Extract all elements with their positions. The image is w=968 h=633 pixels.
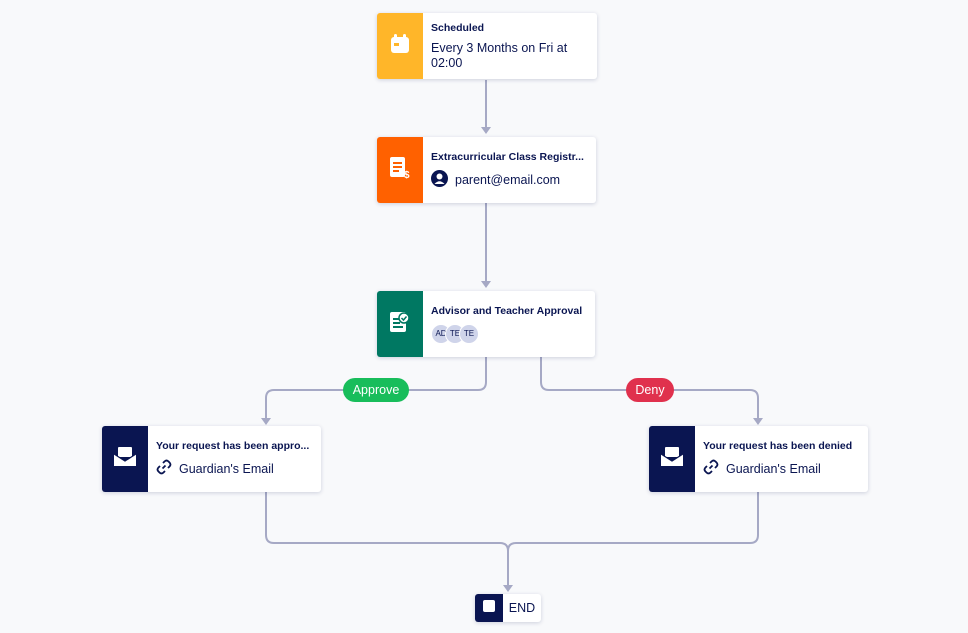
recipient-row: Guardian's Email — [703, 459, 860, 478]
svg-text:$: $ — [404, 170, 410, 180]
approval-icon — [389, 310, 411, 339]
recipient-field: Guardian's Email — [179, 461, 274, 476]
node-title: Your request has been denied — [703, 440, 853, 452]
end-node[interactable]: END — [475, 594, 541, 622]
node-icon-box — [377, 13, 423, 79]
node-icon-box — [649, 426, 695, 492]
link-icon — [156, 459, 172, 478]
node-approved-email[interactable]: Your request has been appro... Guardian'… — [102, 426, 321, 492]
node-icon-box — [102, 426, 148, 492]
node-title: Advisor and Teacher Approval — [431, 304, 583, 317]
email-icon — [660, 446, 684, 473]
node-icon-box — [377, 291, 423, 357]
approve-branch-label[interactable]: Approve — [343, 378, 409, 402]
email-icon — [113, 446, 137, 473]
link-icon — [703, 459, 719, 478]
user-icon — [431, 169, 448, 190]
recipient-field: Guardian's Email — [726, 461, 821, 476]
form-icon: $ — [389, 156, 411, 185]
node-approval[interactable]: Advisor and Teacher Approval AD TE TE — [377, 291, 595, 357]
stop-icon — [483, 599, 495, 617]
calendar-icon — [389, 33, 411, 60]
assignee-avatars: AD TE TE — [431, 323, 587, 344]
node-scheduled-trigger[interactable]: Scheduled Every 3 Months on Fri at 02:00 — [377, 13, 597, 79]
schedule-detail: Every 3 Months on Fri at 02:00 — [431, 40, 568, 70]
node-form[interactable]: $ Extracurricular Class Registr... paren… — [377, 137, 596, 203]
node-title: Extracurricular Class Registr... — [431, 150, 584, 163]
node-title: Your request has been appro... — [156, 440, 310, 452]
form-assignee-row: parent@email.com — [431, 169, 588, 190]
node-title: Scheduled — [431, 21, 485, 34]
node-denied-email[interactable]: Your request has been denied Guardian's … — [649, 426, 868, 492]
assignee-email: parent@email.com — [455, 172, 561, 187]
end-label: END — [508, 601, 536, 615]
avatar: TE — [459, 323, 479, 344]
node-icon-box — [475, 594, 503, 622]
recipient-row: Guardian's Email — [156, 459, 313, 478]
node-icon-box: $ — [377, 137, 423, 203]
deny-branch-label[interactable]: Deny — [626, 378, 674, 402]
